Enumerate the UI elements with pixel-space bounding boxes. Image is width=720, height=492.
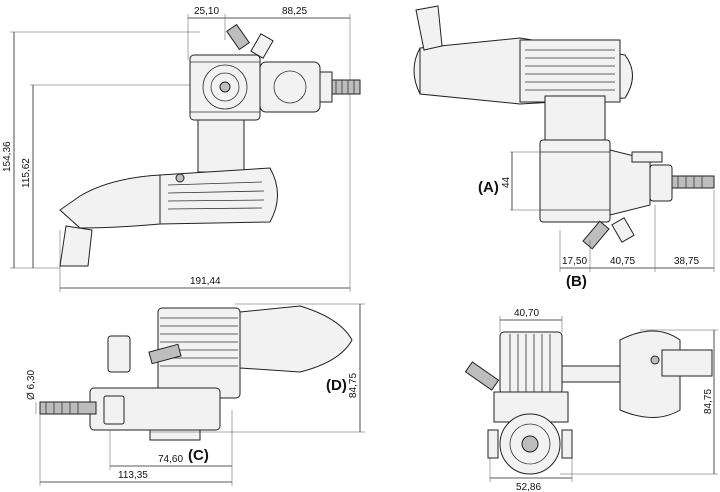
dim-191-44: 191,44 <box>190 276 221 287</box>
crankshaft <box>331 79 361 95</box>
crankcase <box>259 61 321 113</box>
needle-valve <box>226 23 250 51</box>
dim-88-25: 88,25 <box>282 6 307 17</box>
dim-40-70: 40,70 <box>514 308 539 319</box>
needle-valve-b <box>582 220 610 250</box>
dim-25-10: 25,10 <box>194 6 219 17</box>
header-e <box>561 365 623 383</box>
view-e: 40,70 52,86 84,75 <box>464 308 718 492</box>
dim-154-36: 154,36 <box>2 141 13 172</box>
dim-84-75-c: 84,75 <box>348 373 359 398</box>
dim-84-75-e: 84,75 <box>703 389 714 414</box>
label-a: (A) <box>478 179 499 196</box>
exhaust-outlet-e <box>661 349 713 377</box>
label-d: (D) <box>326 377 347 394</box>
label-b: (B) <box>566 273 587 290</box>
exhaust-header <box>197 119 245 173</box>
needle-valve-e <box>464 361 500 391</box>
exhaust-outlet <box>59 225 93 267</box>
dim-113-35: 113,35 <box>118 470 148 481</box>
cylinder-e <box>499 331 563 395</box>
dim-44: 44 <box>501 176 512 188</box>
dim-38-75: 38,75 <box>674 256 699 267</box>
dim-shaft-6-30: Ø 6,30 <box>26 370 37 400</box>
view-top-left: 25,10 88,25 154,36 115,62 191,44 <box>2 6 361 292</box>
dim-52-86: 52,86 <box>516 482 541 492</box>
exhaust-outlet-b <box>415 5 443 51</box>
crankshaft-c <box>39 401 97 415</box>
muffler-c <box>239 305 353 373</box>
view-b: (A) 44 17,50 40,75 38,75 (B) <box>413 5 715 290</box>
dim-17-50: 17,50 <box>562 256 587 267</box>
dim-40-75: 40,75 <box>610 256 635 267</box>
dim-74-60: 74,60 <box>158 454 183 465</box>
label-c: (C) <box>188 447 209 464</box>
dim-115-62: 115,62 <box>21 158 32 188</box>
crankshaft-b <box>671 175 715 189</box>
muffler <box>159 167 278 225</box>
view-c: Ø 6,30 74,60 113,35 (C) (D) 84,75 <box>26 303 365 486</box>
needle-valve-c <box>148 343 182 365</box>
